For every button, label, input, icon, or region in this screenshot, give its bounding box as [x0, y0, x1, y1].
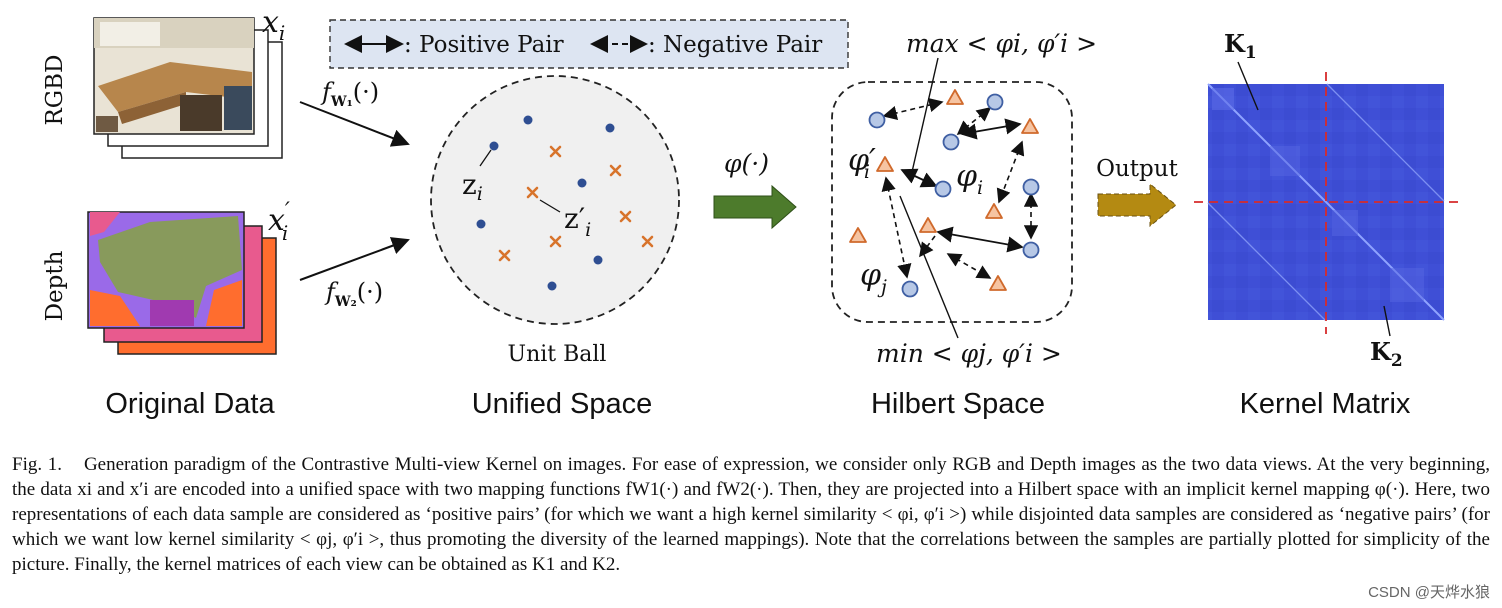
phi-j-label: φj: [860, 258, 887, 298]
watermark: CSDN @天烨水狼: [1368, 584, 1490, 601]
legend-negative: : Negative Pair: [648, 32, 822, 58]
f1-arrow: [299, 101, 410, 147]
f2-arrow: [299, 237, 410, 281]
figure-diagram: xi RGBD x′i Depth fW₁(·) fW₂(·) : Positi…: [42, 5, 1458, 420]
x-i-symbol: xi: [262, 5, 285, 45]
f2-label: fW₂(·): [324, 278, 383, 310]
unit-ball-label: Unit Ball: [508, 342, 607, 367]
min-label: min < φj, φ′i >: [876, 339, 1062, 368]
varphi-arrow: [713, 184, 797, 230]
max-label: max < φi, φ′i >: [906, 29, 1097, 58]
rgbd-label: RGBD: [42, 54, 68, 125]
phi-i-prime-label: φ′i: [848, 143, 876, 183]
varphi-label: φ(·): [724, 149, 769, 178]
z-prime-i-label: z′i: [564, 202, 591, 241]
f1-label: fW₁(·): [320, 78, 379, 110]
phi-i-label: φi: [956, 159, 983, 199]
unit-ball: [430, 75, 680, 325]
depth-label: Depth: [42, 250, 68, 321]
rgbd-image-stack: [93, 17, 283, 159]
hilbert-space-points: [849, 57, 1040, 339]
output-label: Output: [1096, 156, 1178, 182]
section-title-hilbert: Hilbert Space: [871, 388, 1045, 420]
k1-label: K1: [1224, 29, 1257, 63]
depth-image-stack: [87, 211, 277, 355]
k2-label: K2: [1370, 337, 1403, 371]
legend-box: : Positive Pair : Negative Pair: [329, 19, 849, 69]
legend-positive: : Positive Pair: [404, 32, 564, 58]
x-i-prime-symbol: x′i: [268, 199, 290, 245]
section-title-unified: Unified Space: [472, 388, 653, 420]
z-i-label: zi: [462, 168, 483, 205]
section-title-kernel: Kernel Matrix: [1240, 388, 1411, 420]
caption-text: Generation paradigm of the Contrastive M…: [12, 454, 1490, 575]
caption-label: Fig. 1.: [12, 454, 62, 475]
figure-caption: Fig. 1.Generation paradigm of the Contra…: [12, 452, 1490, 577]
kernel-matrix: [1194, 61, 1458, 337]
section-title-original: Original Data: [105, 388, 275, 420]
output-arrow: [1097, 182, 1177, 228]
unit-ball-points: [476, 115, 654, 291]
